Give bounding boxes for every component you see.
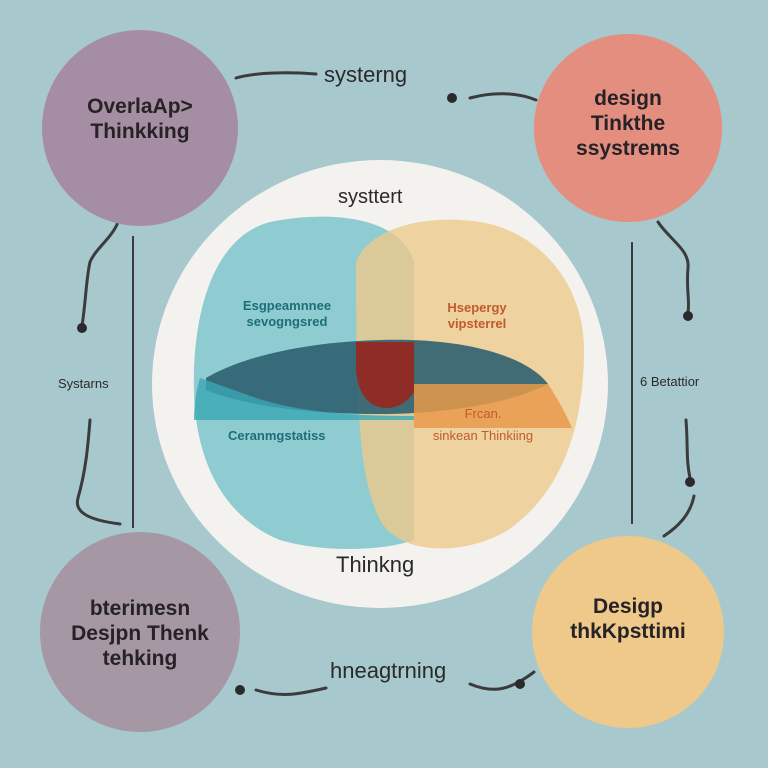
connector-left-curl [80, 220, 120, 328]
venn-text-line: vipsterrel [447, 315, 507, 331]
connector-label-right: 6 Betattior [640, 374, 700, 389]
connector-dot [685, 477, 695, 487]
venn-text-line: sinkean Thinkiing [432, 427, 534, 443]
corner-text-line: Desigp [592, 595, 663, 618]
venn-center-overlap [356, 342, 414, 408]
connector-label-left: Systarns [58, 376, 109, 391]
connector-right-lower [684, 418, 692, 480]
connector-right-bottom [662, 494, 696, 538]
corner-text-line: thkKpsttimi [570, 620, 686, 644]
venn-text-line: Esgpeamnnee [242, 298, 332, 313]
corner-text-line: design [594, 87, 662, 110]
venn-text-line: sevogngsred [246, 313, 328, 329]
venn-left-title: Esgpeamnnee sevogngsred [222, 298, 352, 329]
venn-bottom-label: Thinkng [336, 552, 415, 577]
connector-label-bottom: hneagtrning [330, 658, 447, 683]
venn-text-line: Hsepergy [447, 300, 507, 315]
corner-text-line: tehking [102, 647, 178, 671]
connector-label-top: systerng [324, 62, 408, 87]
corner-text-bottom-right: Desigp thkKpsttimi [538, 594, 718, 644]
venn-right-lower-label: Frcan. sinkean Thinkiing [418, 406, 548, 443]
venn-orange-band [414, 384, 572, 428]
corner-text-line: Desjpn Thenk [71, 622, 209, 646]
connector-dot [683, 311, 693, 321]
connector-dot [235, 685, 245, 695]
connector-bottom-left [254, 686, 328, 696]
corner-circle-bottom-right [532, 536, 724, 728]
corner-text-top-right: design Tinkthe ssystrems [538, 86, 718, 162]
connector-dot [447, 93, 457, 103]
venn-right-title: Hsepergy vipsterrel [414, 300, 540, 331]
corner-circle-top-right [534, 34, 722, 222]
venn-teal-band [194, 378, 414, 420]
connector-dot [515, 679, 525, 689]
corner-text-line: Thinkking [90, 120, 190, 144]
corner-circle-bottom-left [40, 532, 240, 732]
connector-right-curl [656, 220, 691, 314]
corner-text-line: Overla‌Ap> [87, 95, 193, 118]
corner-circle-top-left [42, 30, 238, 226]
corner-text-top-left: Overla‌Ap> Thinkking [50, 94, 230, 144]
corner-text-bottom-left: bterimesn Desjpn Thenk tehking [40, 596, 240, 672]
corner-text-line: ssystrems [576, 137, 680, 161]
venn-left-lower-label: Ceranmgstatiss [228, 428, 326, 443]
connector-left-lower [75, 418, 122, 526]
corner-text-line: bterimesn [89, 597, 191, 620]
connector-bottom-right [468, 670, 536, 691]
connector-top-right [468, 92, 538, 102]
connector-top-left [234, 71, 318, 80]
connector-dot [77, 323, 87, 333]
venn-text-line: Frcan. [464, 406, 502, 421]
corner-text-line: Tinkthe [590, 112, 666, 136]
venn-top-label: systtert [338, 186, 403, 208]
